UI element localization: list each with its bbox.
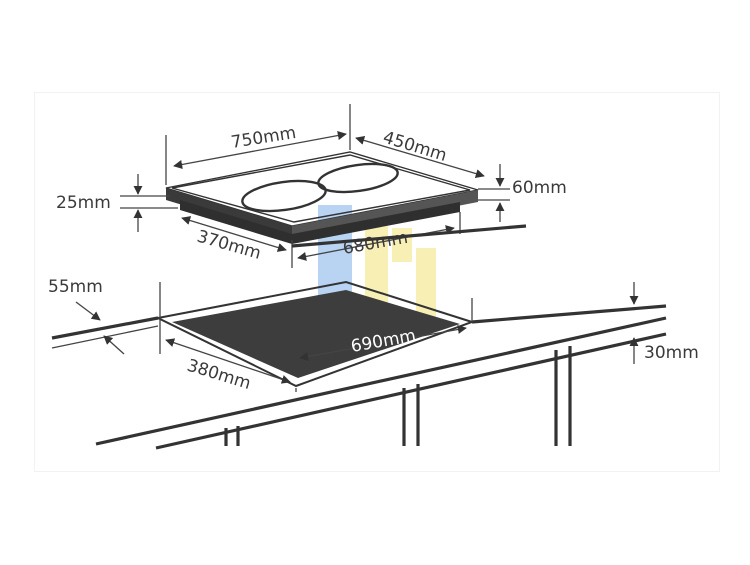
- label-clearance-above: 60mm: [512, 178, 567, 198]
- dim-clearance-above: 60mm: [478, 164, 567, 222]
- worktop-front-bottom: [155, 332, 667, 450]
- dim-worktop-thickness: 55mm: [48, 277, 159, 355]
- worktop-back-left: [51, 316, 159, 340]
- dim-hob-thickness: 25mm: [56, 174, 178, 232]
- dim-min-gap: 30mm: [629, 282, 699, 364]
- diagram-frame: [34, 92, 720, 472]
- worktop-back-right: [471, 304, 667, 324]
- label-worktop-thickness: 55mm: [48, 277, 103, 297]
- worktop-front-top: [95, 316, 667, 446]
- upper-edge-line: [291, 224, 527, 248]
- label-min-gap: 30mm: [644, 343, 699, 363]
- label-hob-thickness: 25mm: [56, 193, 111, 213]
